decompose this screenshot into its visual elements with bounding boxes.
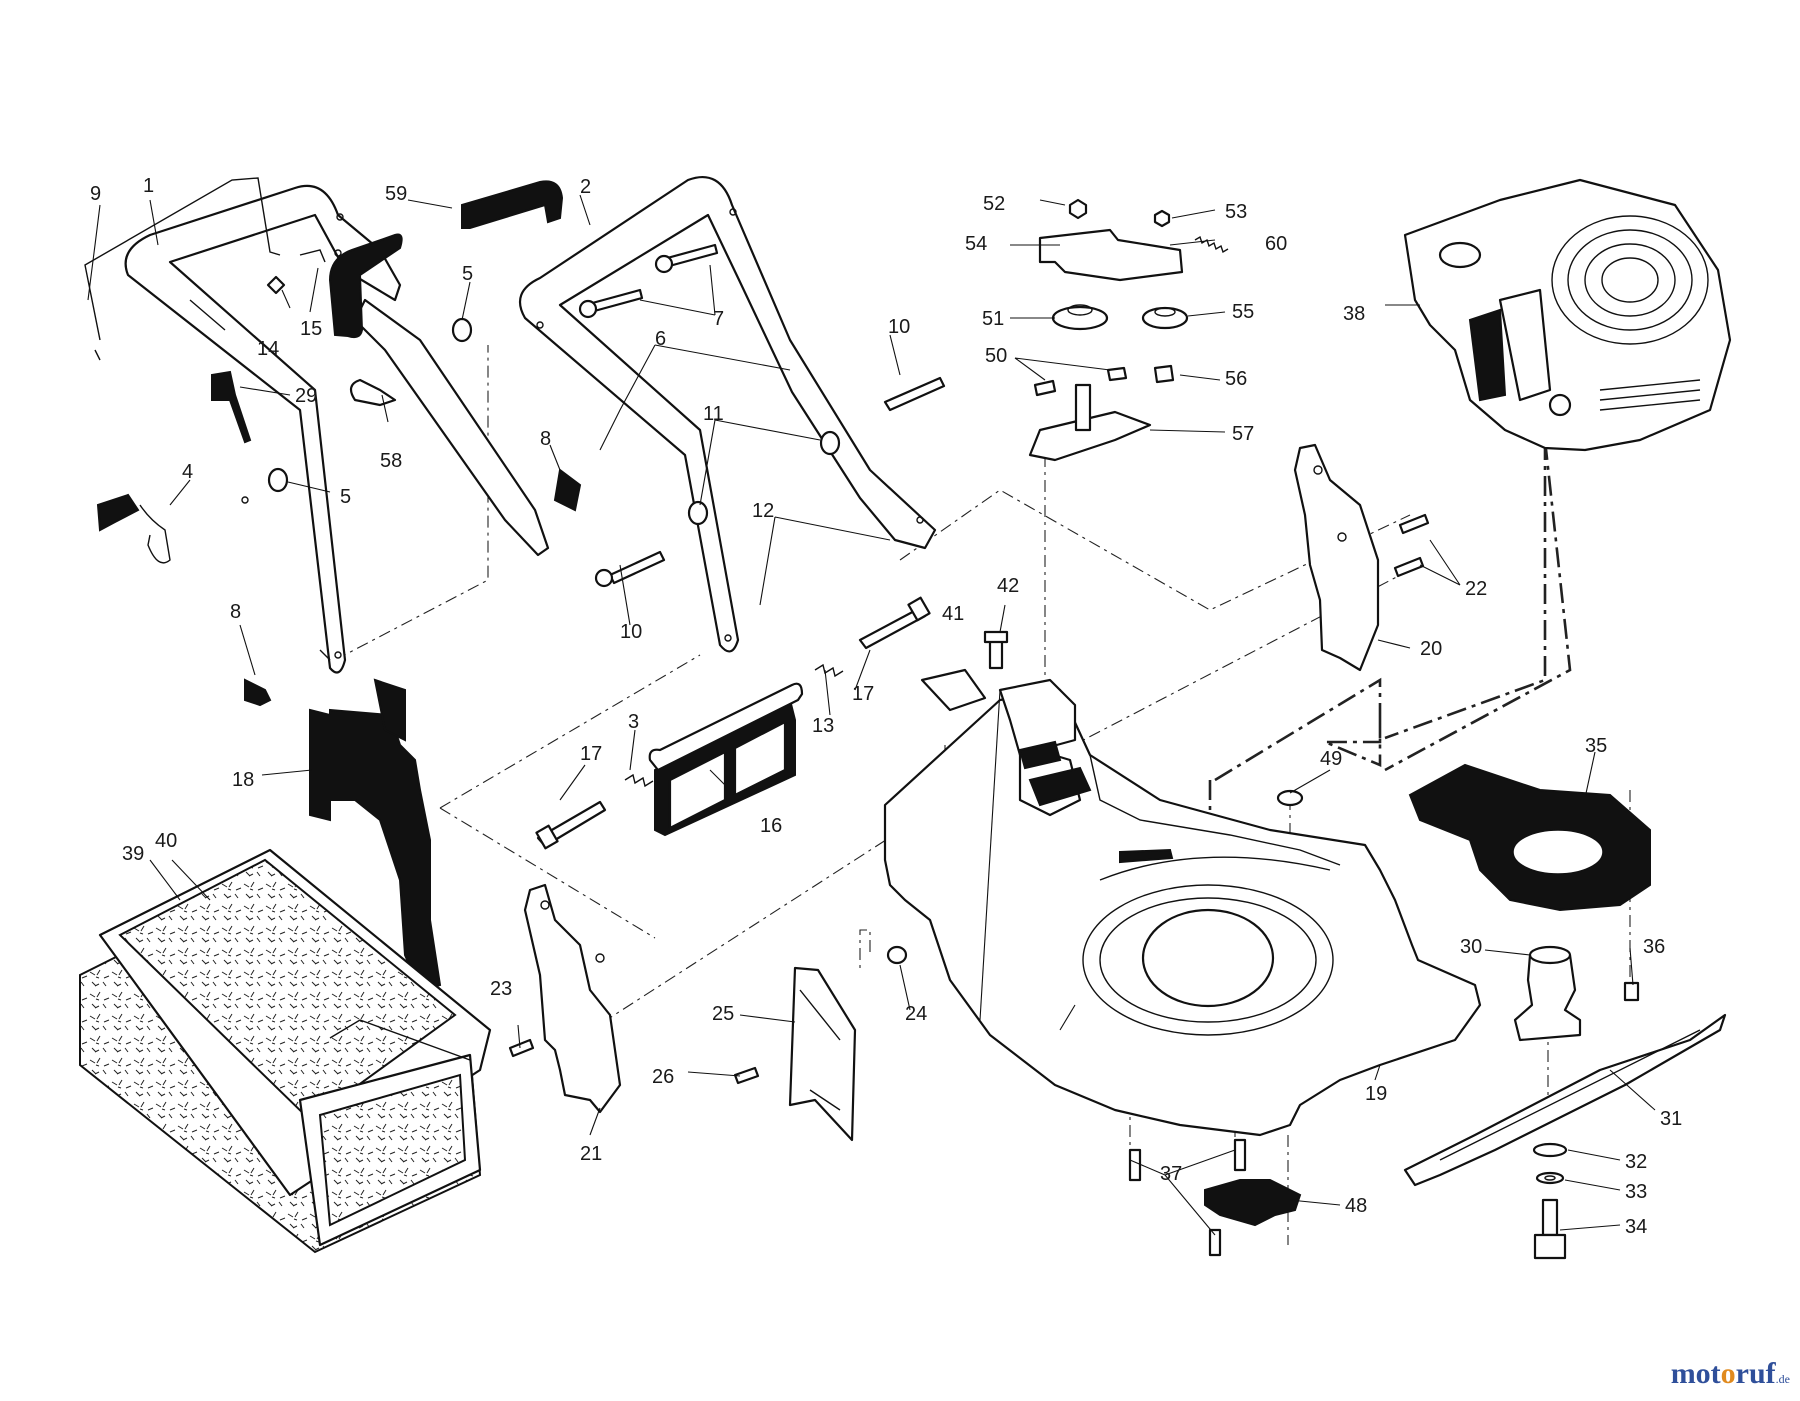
callout-5-top: 5 — [462, 263, 473, 285]
callout-31: 31 — [1660, 1108, 1682, 1130]
callout-7: 7 — [713, 308, 724, 330]
callout-16: 16 — [760, 815, 782, 837]
engine-38 — [1403, 178, 1732, 452]
callout-3: 3 — [628, 711, 639, 733]
bracket-48 — [1128, 1138, 1302, 1257]
callout-40: 40 — [155, 830, 177, 852]
pulley-assembly — [1028, 198, 1229, 462]
callout-9: 9 — [90, 183, 101, 205]
deflector-41 — [920, 668, 987, 712]
callout-60: 60 — [1265, 233, 1287, 255]
callout-23: 23 — [490, 978, 512, 1000]
callout-59: 59 — [385, 183, 407, 205]
callout-49: 49 — [1320, 748, 1342, 770]
callout-22: 22 — [1465, 578, 1487, 600]
watermark-part1: mot — [1670, 1357, 1721, 1390]
callout-36: 36 — [1643, 936, 1665, 958]
lower-handle-left — [124, 184, 402, 674]
callout-53: 53 — [1225, 201, 1247, 223]
callout-1: 1 — [143, 175, 154, 197]
callout-41: 41 — [942, 603, 964, 625]
mower-deck-19 — [883, 678, 1482, 1137]
callout-57: 57 — [1232, 423, 1254, 445]
callout-55: 55 — [1232, 301, 1254, 323]
blade-assembly — [1403, 945, 1727, 1260]
callout-34: 34 — [1625, 1216, 1647, 1238]
callout-19: 19 — [1365, 1083, 1387, 1105]
hardware — [96, 243, 946, 850]
callout-24: 24 — [905, 1003, 927, 1025]
watermark-tld: .de — [1775, 1372, 1790, 1386]
callout-52: 52 — [983, 193, 1005, 215]
callout-37: 37 — [1160, 1163, 1182, 1185]
rear-flap-16 — [648, 682, 804, 837]
chute-flap-18 — [309, 678, 442, 992]
callout-54: 54 — [965, 233, 987, 255]
callout-5: 5 — [340, 486, 351, 508]
callout-50: 50 — [985, 345, 1007, 367]
callout-35: 35 — [1585, 735, 1607, 757]
watermark-logo: motoruf.de — [1671, 1357, 1790, 1391]
callout-42: 42 — [997, 575, 1019, 597]
cable-rod-9 — [84, 177, 281, 361]
handle-grip-59 — [328, 180, 564, 339]
callout-30: 30 — [1460, 936, 1482, 958]
watermark-part2: o — [1720, 1357, 1736, 1390]
callout-labels: 9 1 2 59 5 15 14 29 4 5 58 7 6 8 8 10 11… — [90, 175, 1682, 1238]
callout-17: 17 — [580, 743, 602, 765]
callout-33: 33 — [1625, 1181, 1647, 1203]
callout-32: 32 — [1625, 1151, 1647, 1173]
mulch-plug-25 — [788, 966, 857, 1142]
leader-lines — [87, 194, 1656, 1236]
grass-bag — [79, 848, 492, 1254]
callout-8-top: 8 — [540, 428, 551, 450]
callout-13: 13 — [812, 715, 834, 737]
callout-51: 51 — [982, 308, 1004, 330]
callout-17-right: 17 — [852, 683, 874, 705]
baffle-35 — [1408, 763, 1651, 912]
height-bracket-21 — [523, 883, 622, 1114]
callout-15: 15 — [300, 318, 322, 340]
callout-2: 2 — [580, 176, 591, 198]
callout-20: 20 — [1420, 638, 1442, 660]
watermark-part3: ruf — [1735, 1357, 1776, 1390]
callout-29: 29 — [295, 385, 317, 407]
callout-4: 4 — [182, 461, 193, 483]
callout-11: 11 — [703, 403, 724, 425]
callout-6: 6 — [655, 328, 666, 350]
callout-26: 26 — [652, 1066, 674, 1088]
callout-25: 25 — [712, 1003, 734, 1025]
callout-10: 10 — [620, 621, 642, 643]
callout-12: 12 — [752, 500, 774, 522]
callout-21: 21 — [580, 1143, 602, 1165]
callout-14: 14 — [257, 338, 279, 360]
callout-38: 38 — [1343, 303, 1365, 325]
lower-handle-right — [518, 175, 937, 653]
upper-handle-left — [353, 298, 550, 557]
callout-58: 58 — [380, 450, 402, 472]
callout-48: 48 — [1345, 1195, 1367, 1217]
callout-39: 39 — [122, 843, 144, 865]
small-bolts — [508, 513, 1640, 1085]
callout-10-top: 10 — [888, 316, 910, 338]
callout-56: 56 — [1225, 368, 1247, 390]
height-bracket-20 — [1293, 443, 1380, 672]
callout-8: 8 — [230, 601, 241, 623]
callout-18: 18 — [232, 769, 254, 791]
